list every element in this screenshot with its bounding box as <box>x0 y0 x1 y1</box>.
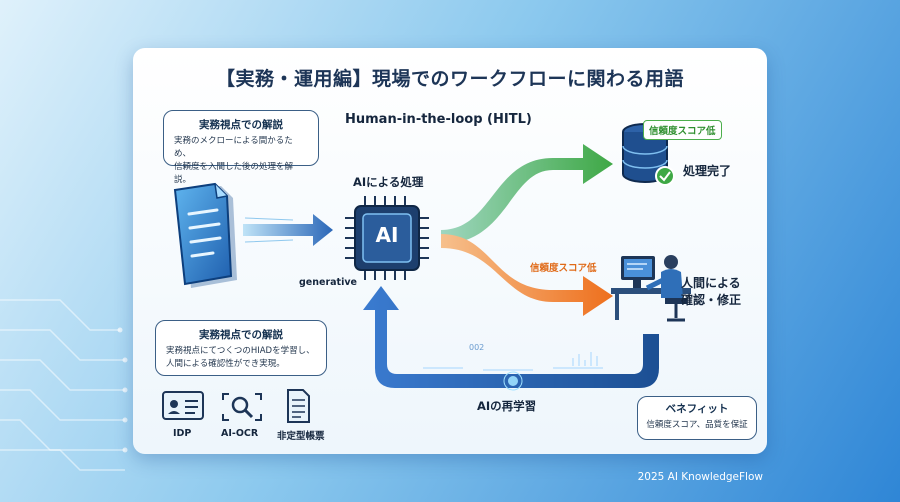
high-confidence-tag: 信頼度スコア低 <box>643 120 722 140</box>
orange-arrow <box>441 234 613 316</box>
document-icon <box>173 182 237 288</box>
document-small-icon <box>287 389 310 423</box>
ai-chip-text: AI <box>375 223 399 247</box>
bubble-line: 実務視点にてつくつのHIADを学習し、 <box>166 346 315 356</box>
benefit-text: 信頼度スコア、品質を保証 <box>646 420 748 430</box>
person-at-computer-icon <box>611 255 691 322</box>
benefit-bubble: ベネフィット 信頼度スコア、品質を保証 <box>637 396 757 440</box>
done-label: 処理完了 <box>683 164 732 178</box>
subtitle: Human-in-the-loop (HITL) <box>345 112 532 127</box>
low-confidence-tag: 信頼度スコア低 <box>530 263 597 274</box>
page-title: 【実務・運用編】現場でのワークフローに関わる用語 <box>215 68 684 90</box>
icon-label-ai-ocr: AI-OCR <box>221 428 259 439</box>
retrain-label: AIの再学習 <box>477 399 537 413</box>
bubble-heading: 実務視点での解説 <box>199 329 283 341</box>
id-card-icon <box>162 391 204 420</box>
icon-label-idp: IDP <box>173 428 192 439</box>
loop-deco-text: 002 <box>469 343 485 352</box>
diagram-card: 【実務・運用編】現場でのワークフローに関わる用語 <box>133 48 767 454</box>
human-label-line1: 人間による <box>681 276 741 290</box>
scan-magnifier-icon <box>222 393 262 421</box>
bottom-explanation-bubble: 実務視点での解説 実務視点にてつくつのHIADを学習し、 人間による確認性ができ… <box>155 320 327 376</box>
input-arrow <box>243 214 333 246</box>
icon-label-unstructured-form: 非定型帳票 <box>277 431 325 442</box>
bubble-line: 実務のメクローによる間かるため、 <box>174 136 293 159</box>
bubble-line: 人間による確認性ができ実現。 <box>166 359 285 369</box>
ai-chip-icon <box>345 196 429 280</box>
benefit-heading: ベネフィット <box>665 403 729 415</box>
workflow-diagram <box>162 123 691 423</box>
generative-label: generative <box>299 277 357 288</box>
top-explanation-bubble: 実務視点での解説 実務のメクローによる間かるため、 信頼度を入間した後の処理を解… <box>163 110 319 185</box>
bubble-heading: 実務視点での解説 <box>199 119 283 131</box>
retrain-loop-arrow <box>363 286 659 388</box>
ai-process-label: AIによる処理 <box>353 175 424 189</box>
footer-copyright: 2025 AI KnowledgeFlow <box>637 471 763 483</box>
bubble-line: 信頼度を入間した後の処理を解説。 <box>174 162 294 185</box>
green-arrow <box>441 144 613 244</box>
human-label-line2: 確認・修正 <box>681 293 742 307</box>
